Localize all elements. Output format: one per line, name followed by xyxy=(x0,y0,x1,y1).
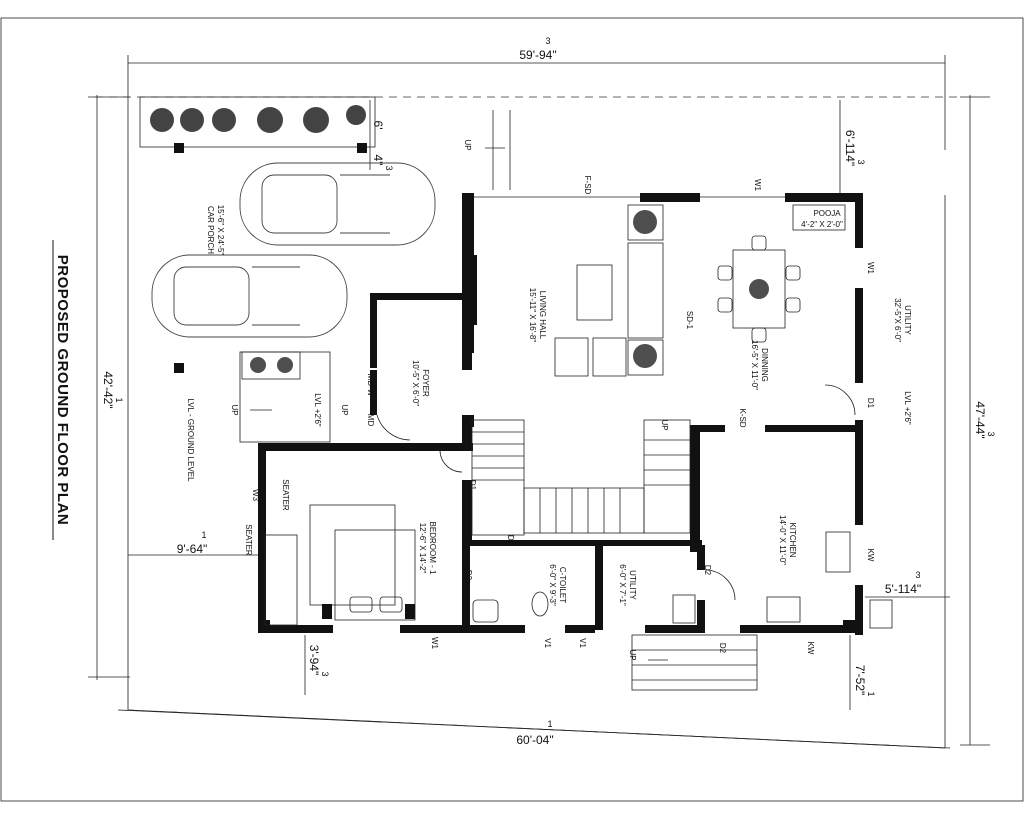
foyer-level: LVL +2'6" xyxy=(313,393,322,427)
dim-bottom-left-offset: 3'-94" xyxy=(307,645,321,676)
dim-bottom-right-offset-frac: 1 xyxy=(866,691,876,696)
utility-small-name: UTILITY xyxy=(628,570,637,600)
dim-top-left-small-b: 6' xyxy=(371,121,385,130)
dim-left-mid-offset: 9'-64" xyxy=(177,542,208,556)
c-toilet-name: C-TOILET xyxy=(558,567,567,603)
dim-bottom-outer-frac: 1 xyxy=(547,719,552,729)
car-2 xyxy=(151,254,348,338)
utility-top-name: UTILITY xyxy=(903,305,912,335)
living-furniture xyxy=(472,204,664,377)
living-hall-size: 15'-11" X 16'-8" xyxy=(528,288,537,343)
tag-kw-right: KW xyxy=(866,549,875,562)
tag-up-stair: UP xyxy=(660,419,669,430)
walls xyxy=(258,193,863,635)
foyer-size: 10'-5" X 6'-0" xyxy=(411,360,420,406)
pooja-unit xyxy=(792,204,846,231)
living-hall-name: LIVING HALL xyxy=(538,291,547,340)
dining-table xyxy=(717,235,801,343)
tag-w3: W3 xyxy=(251,489,260,502)
planter-box xyxy=(139,96,376,148)
pooja-size: 4'-2" X 2'-0" xyxy=(801,220,843,229)
dim-left-mid-offset-frac: 1 xyxy=(201,530,206,540)
car-porch-name: CAR PORCH xyxy=(206,206,215,254)
tag-k-sd: K-SD xyxy=(738,408,747,427)
utility-top-level: LVL +2'6" xyxy=(903,391,912,425)
foyer-name: FOYER xyxy=(421,369,430,397)
tag-d1-bedroom: D1 xyxy=(468,480,477,491)
tag-v1-toilet: V1 xyxy=(543,638,552,648)
tag-sd1: SD-1 xyxy=(685,311,694,330)
pooja-name: POOJA xyxy=(813,209,841,218)
tag-up-lvl: UP xyxy=(340,404,349,415)
car-porch-size: 15'-6" X 24'-5" xyxy=(216,205,225,256)
dim-top-right-offset: 6'-114" xyxy=(843,130,857,166)
tag-w1-right: W1 xyxy=(866,262,875,275)
dim-top-outer: 59'-94" xyxy=(519,48,556,62)
plant-row xyxy=(150,105,366,133)
tag-d1-right: D1 xyxy=(866,398,875,409)
tag-kw-bottom: KW xyxy=(806,642,815,655)
bedroom-size: 12'-6" X 14'-2" xyxy=(418,523,427,574)
tag-seater-2: SEATER xyxy=(244,524,253,556)
dim-top-outer-frac: 3 xyxy=(545,36,550,46)
tag-d2-hall: D2 xyxy=(464,570,473,581)
tag-w1-top: W1 xyxy=(753,179,762,192)
dim-left-outer-frac: 1 xyxy=(114,397,124,402)
utility-small-size: 6'-0" X 7'-1" xyxy=(618,564,627,606)
ground-level: LVL - GROUND LEVEL xyxy=(186,398,195,482)
tag-d2-toilet: D2 xyxy=(506,535,515,546)
bed xyxy=(264,504,416,626)
car-1 xyxy=(239,162,436,246)
tag-d2-bottom: D2 xyxy=(718,643,727,654)
tag-seater-1: SEATER xyxy=(281,479,290,511)
tag-md: MD xyxy=(366,414,375,427)
tag-up-top: UP xyxy=(463,139,472,150)
dim-top-right-offset-frac: 3 xyxy=(856,159,866,164)
staircase xyxy=(471,419,691,536)
dim-left-outer: 42'-42" xyxy=(101,371,115,408)
tag-f-sd: F-SD xyxy=(583,176,592,195)
utility-top-size: 32'-5"X 6'-0" xyxy=(893,298,902,342)
sheet-border xyxy=(0,17,1024,802)
dim-top-left-small-frac: 3 xyxy=(384,165,394,170)
tag-md-w: MD-W xyxy=(366,374,375,397)
tag-w1-bottom: W1 xyxy=(430,637,439,650)
dim-bottom-right-offset: 7'-52" xyxy=(853,665,867,696)
dim-right-mid-offset: 5'-114" xyxy=(885,582,921,596)
dim-right-outer-frac: 3 xyxy=(986,431,996,436)
tag-v1-utility: V1 xyxy=(578,638,587,648)
kitchen-size: 14'-0" X 11'-0" xyxy=(778,515,787,565)
dinning-name: DINNING xyxy=(760,348,769,382)
dim-top-left-small: 4" xyxy=(371,155,385,166)
dinning-size: 16'-5" X 11'-0" xyxy=(750,340,759,390)
tag-up-foyer: UP xyxy=(230,404,239,415)
c-toilet-size: 6'-0" X 9'-3" xyxy=(548,564,557,606)
kitchen-name: KITCHEN xyxy=(788,522,797,557)
dim-bottom-outer: 60'-04" xyxy=(516,733,553,747)
tag-up-entry: UP xyxy=(628,649,637,660)
dim-bottom-left-offset-frac: 3 xyxy=(320,671,330,676)
drawing-title: PROPOSED GROUND FLOOR PLAN xyxy=(54,255,71,526)
bedroom-name: BEDROOM - 1 xyxy=(428,522,437,575)
dim-right-outer: 47'-44" xyxy=(973,401,987,438)
dim-right-mid-offset-frac: 3 xyxy=(915,570,920,580)
